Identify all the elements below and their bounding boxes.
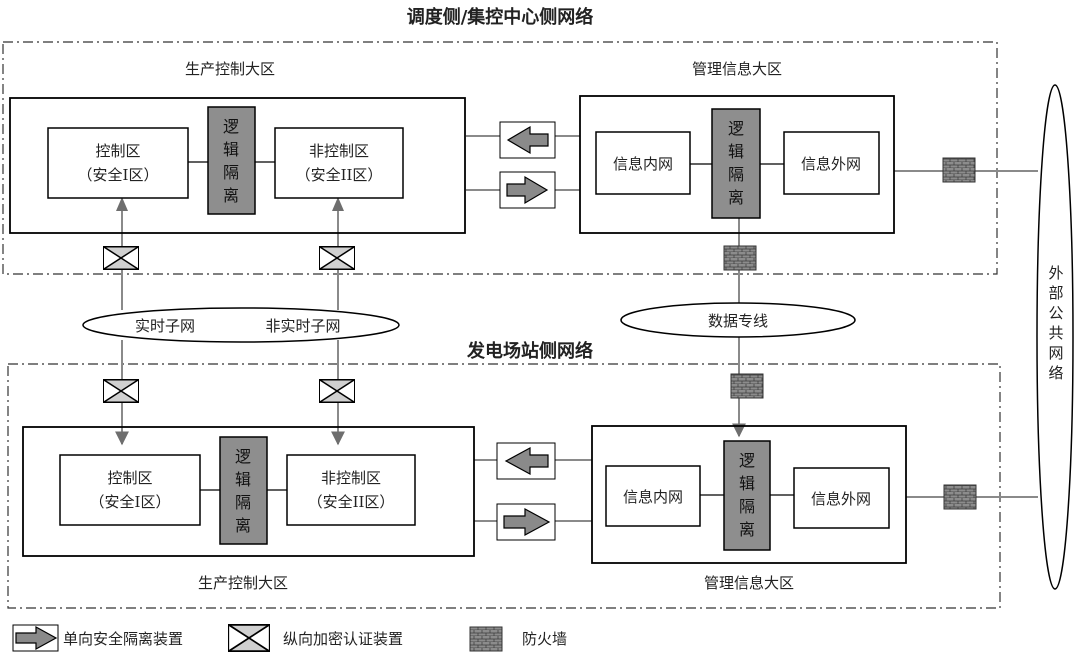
vertical-encryption-device-icon (319, 246, 355, 270)
arrow-up-icon (332, 197, 344, 211)
firewall-icon (730, 373, 764, 399)
legend-firewall-label: 防火墙 (522, 630, 567, 648)
firewall-icon (942, 157, 976, 183)
arrow-up-icon (116, 197, 128, 211)
svg-text:络: 络 (1048, 364, 1063, 382)
top-management-zone-box (579, 95, 895, 234)
bottom-info-extranet-label: 信息外网 (811, 490, 871, 508)
bottom-management-zone-label: 管理信息大区 (704, 574, 794, 592)
top-production-zone-label: 生产控制大区 (185, 60, 275, 78)
svg-text:离: 离 (739, 520, 755, 539)
svg-text:辑: 辑 (235, 470, 251, 489)
bottom-control-area (59, 454, 201, 526)
svg-text:辑: 辑 (223, 140, 239, 159)
svg-text:逻: 逻 (223, 117, 239, 136)
svg-text:辑: 辑 (728, 142, 744, 161)
data-dedicated-line-ellipse (620, 302, 856, 338)
top-noncontrol-area (274, 127, 404, 199)
legend-one-way-isolation-icon (12, 624, 59, 652)
legend: 单向安全隔离装置 纵向加密认证装置 防火墙 (12, 624, 567, 652)
realtime-subnet-label: 实时子网 (135, 317, 195, 335)
one-way-isolation-device-left-icon (496, 442, 556, 480)
svg-text:隔: 隔 (235, 493, 251, 512)
svg-text:隔: 隔 (728, 165, 744, 184)
legend-firewall-icon (469, 626, 503, 652)
top-logical-isolation-label: 逻 辑 隔 离 (223, 117, 239, 205)
bottom-management-zone-box (591, 425, 907, 564)
realtime-subnet-ellipse (82, 307, 400, 343)
nonrealtime-subnet-label: 非实时子网 (265, 317, 340, 335)
legend-one-way-isolation-label: 单向安全隔离装置 (63, 630, 183, 648)
external-network-label: 外 部 公 共 网 络 (1048, 264, 1063, 382)
legend-vertical-encryption-label: 纵向加密认证装置 (283, 630, 403, 648)
legend-vertical-encryption-icon (227, 624, 271, 652)
svg-text:逻: 逻 (235, 447, 251, 466)
top-mgmt-logical-isolation-label: 逻 辑 隔 离 (728, 119, 744, 207)
one-way-isolation-device-left-icon (499, 121, 556, 159)
svg-text:逻: 逻 (728, 119, 744, 138)
svg-text:离: 离 (223, 186, 239, 205)
firewall-icon (723, 245, 757, 271)
external-public-network (1036, 84, 1074, 590)
bottom-info-extranet (793, 467, 890, 529)
top-info-extranet (783, 131, 880, 195)
top-noncontrol-area-name: 非控制区 (309, 142, 369, 160)
top-info-intranet (595, 131, 691, 195)
bottom-info-intranet (605, 465, 701, 527)
svg-text:部: 部 (1048, 284, 1063, 302)
top-management-zone-label: 管理信息大区 (692, 60, 782, 78)
one-way-isolation-device-right-icon (499, 171, 556, 209)
bottom-control-area-sub: （安全I区） (90, 493, 171, 511)
bottom-mgmt-logical-isolation-label: 逻 辑 隔 离 (739, 451, 755, 539)
plant-side-region (7, 363, 1001, 609)
top-info-intranet-label: 信息内网 (613, 155, 673, 173)
svg-text:逻: 逻 (739, 451, 755, 470)
bottom-production-zone-label: 生产控制大区 (198, 574, 288, 592)
svg-text:离: 离 (235, 516, 251, 535)
bottom-logical-isolation-label: 逻 辑 隔 离 (235, 447, 251, 535)
top-control-area (47, 127, 189, 199)
svg-text:共: 共 (1048, 324, 1063, 342)
svg-text:隔: 隔 (739, 497, 755, 516)
top-control-area-name: 控制区 (95, 142, 140, 160)
top-info-extranet-label: 信息外网 (801, 155, 861, 173)
vertical-encryption-device-icon (103, 379, 139, 403)
top-mgmt-logical-isolation (711, 108, 761, 219)
svg-text:网: 网 (1048, 344, 1063, 362)
bottom-noncontrol-area (286, 454, 416, 526)
top-production-zone-box (9, 97, 466, 234)
top-logical-isolation (207, 106, 256, 215)
vertical-encryption-device-icon (103, 246, 139, 270)
bottom-control-area-name: 控制区 (107, 469, 152, 487)
firewall-icon (943, 484, 977, 510)
title-plant-side: 发电场站侧网络 (466, 340, 593, 362)
svg-text:隔: 隔 (223, 163, 239, 182)
vertical-encryption-device-icon (319, 379, 355, 403)
inner-connectors (188, 161, 794, 496)
data-dedicated-line-label: 数据专线 (708, 312, 768, 330)
dispatch-side-region (2, 41, 998, 275)
title-dispatch-side: 调度侧/集控中心侧网络 (407, 6, 594, 28)
svg-text:离: 离 (728, 188, 744, 207)
top-control-area-sub: （安全I区） (78, 166, 159, 184)
bottom-production-zone-box (22, 426, 475, 557)
bottom-noncontrol-area-name: 非控制区 (321, 469, 381, 487)
top-noncontrol-area-sub: （安全II区） (296, 166, 383, 184)
svg-text:公: 公 (1048, 304, 1063, 322)
bottom-noncontrol-area-sub: （安全II区） (308, 493, 395, 511)
bottom-logical-isolation (219, 436, 268, 545)
svg-text:外: 外 (1048, 264, 1063, 282)
svg-text:辑: 辑 (739, 474, 755, 493)
bottom-mgmt-logical-isolation (723, 440, 771, 551)
one-way-isolation-device-right-icon (496, 503, 556, 541)
bottom-info-intranet-label: 信息内网 (623, 488, 683, 506)
